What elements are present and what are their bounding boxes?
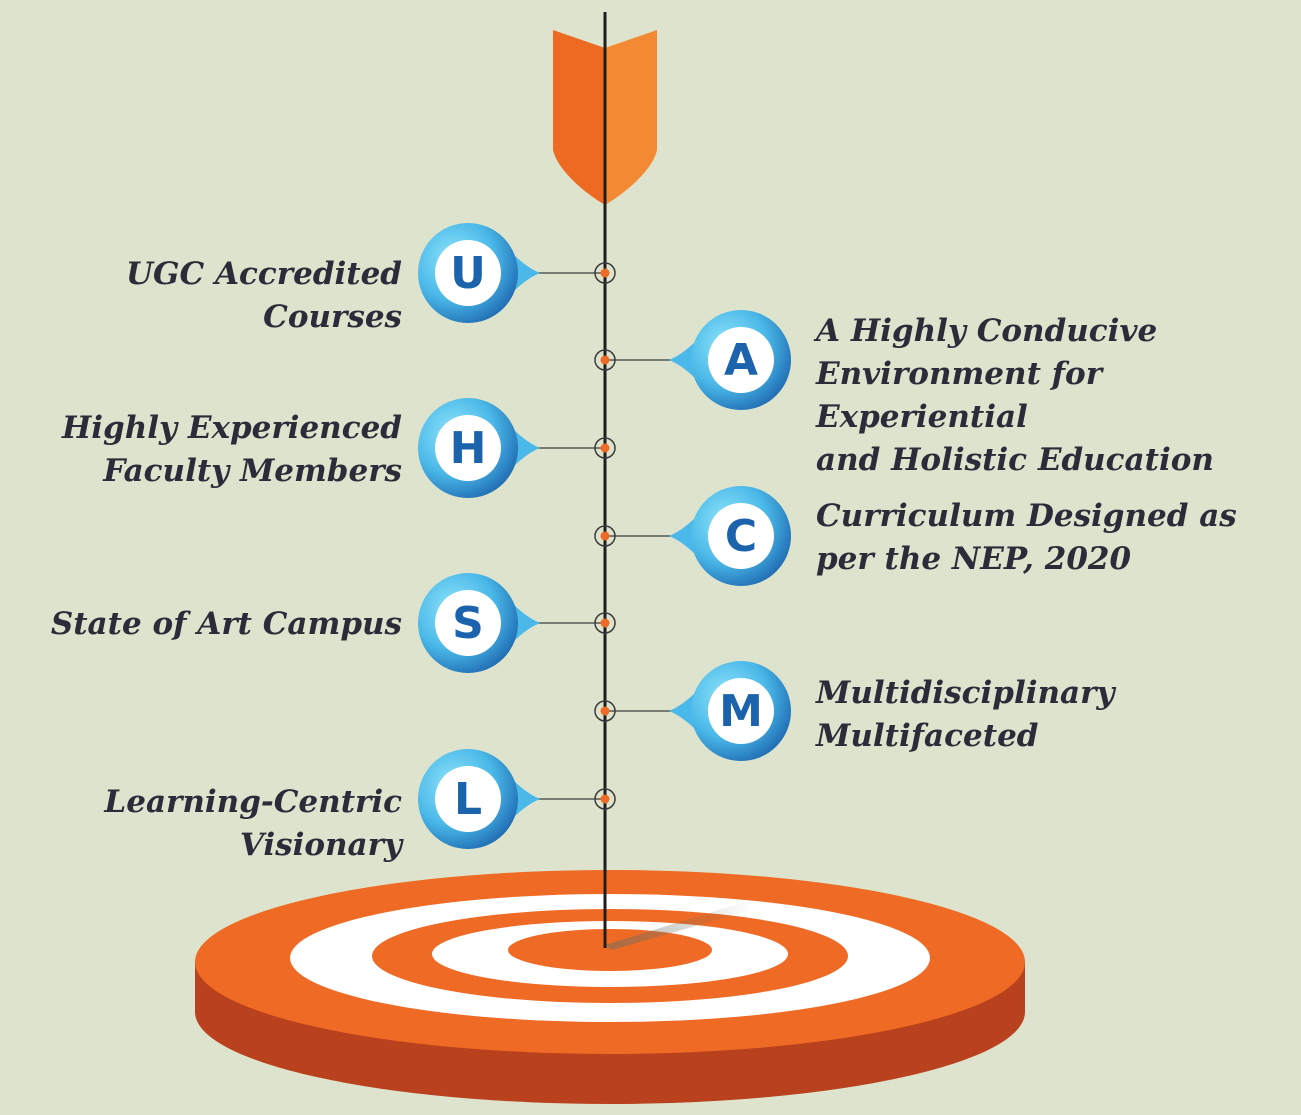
item-u-graphic bbox=[418, 223, 616, 323]
node-dot bbox=[600, 706, 610, 716]
node-ring bbox=[594, 437, 616, 459]
item-a-label: A Highly Conducive Environment for Exper… bbox=[816, 313, 1214, 478]
badge-ring bbox=[418, 573, 518, 673]
item-m-graphic bbox=[594, 661, 791, 761]
node-dot bbox=[600, 443, 610, 453]
arrow-fletching-icon bbox=[553, 30, 657, 205]
badge-ring bbox=[691, 661, 791, 761]
item-u-label: UGC Accredited Courses bbox=[125, 256, 402, 335]
node-ring bbox=[594, 525, 616, 547]
item-l-graphic bbox=[418, 749, 616, 849]
badge-ring bbox=[418, 223, 518, 323]
item-s-graphic bbox=[418, 573, 616, 673]
node-dot bbox=[600, 794, 610, 804]
node-ring bbox=[594, 700, 616, 722]
node-ring bbox=[594, 349, 616, 371]
node-dot bbox=[600, 268, 610, 278]
item-c-label: Curriculum Designed as per the NEP, 2020 bbox=[816, 498, 1237, 577]
item-h-graphic bbox=[418, 398, 616, 498]
item-c-graphic bbox=[594, 486, 791, 586]
item-m-label: Multidisciplinary Multifaceted bbox=[816, 675, 1115, 754]
node-ring bbox=[594, 788, 616, 810]
node-ring bbox=[594, 612, 616, 634]
badge-ring bbox=[691, 310, 791, 410]
node-dot bbox=[600, 618, 610, 628]
node-dot bbox=[600, 531, 610, 541]
item-a-graphic bbox=[594, 310, 791, 410]
badge-ring bbox=[418, 749, 518, 849]
item-s-label: State of Art Campus bbox=[50, 606, 402, 642]
bullseye-target-icon bbox=[195, 870, 1025, 1104]
item-h-label: Highly Experienced Faculty Members bbox=[61, 410, 402, 489]
badge-ring bbox=[418, 398, 518, 498]
node-dot bbox=[600, 355, 610, 365]
item-l-label: Learning-Centric Visionary bbox=[104, 784, 402, 863]
badge-ring bbox=[691, 486, 791, 586]
node-ring bbox=[594, 262, 616, 284]
